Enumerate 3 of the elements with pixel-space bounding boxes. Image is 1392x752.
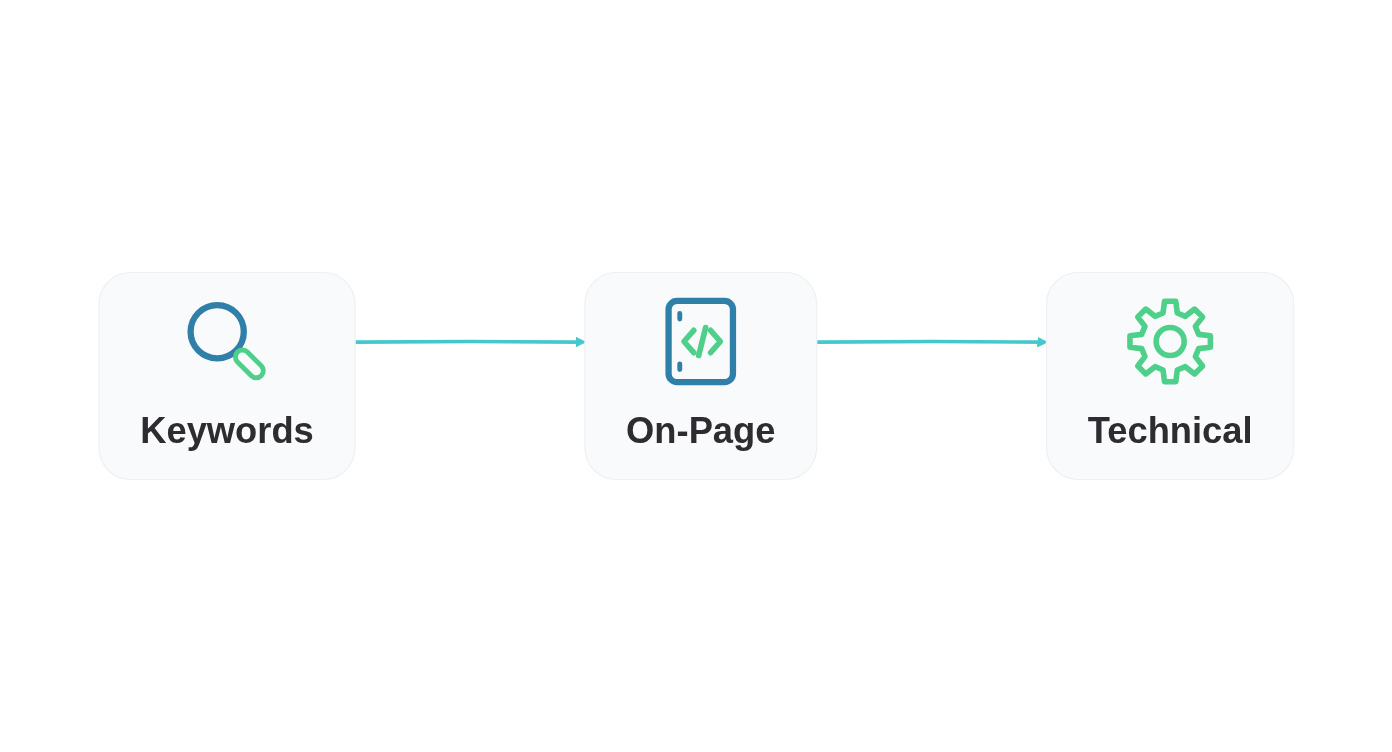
step-label: Technical [1087, 409, 1253, 453]
step-label: Keywords [139, 409, 314, 453]
step-label: On-Page [625, 409, 776, 453]
